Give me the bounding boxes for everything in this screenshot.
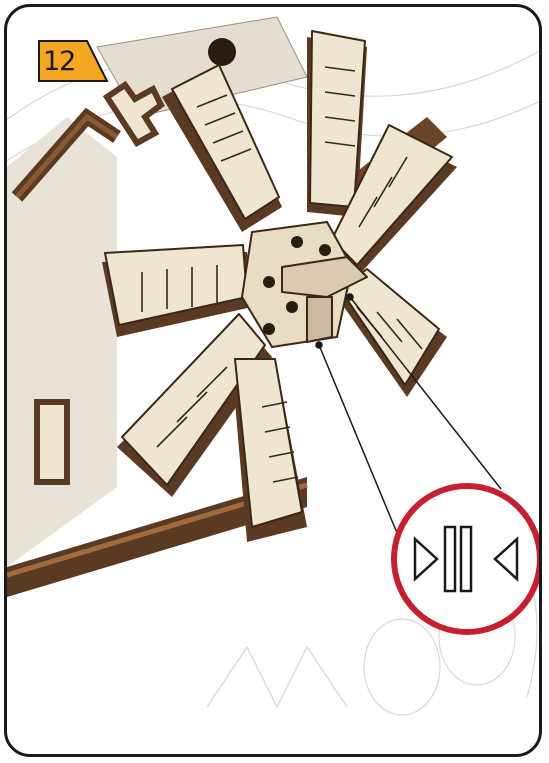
assembly-illustration: [7, 7, 542, 757]
press-together-icon: [397, 489, 537, 629]
instruction-panel: 12: [4, 4, 542, 757]
callout-circle: [391, 483, 542, 635]
step-number: 12: [43, 45, 75, 79]
